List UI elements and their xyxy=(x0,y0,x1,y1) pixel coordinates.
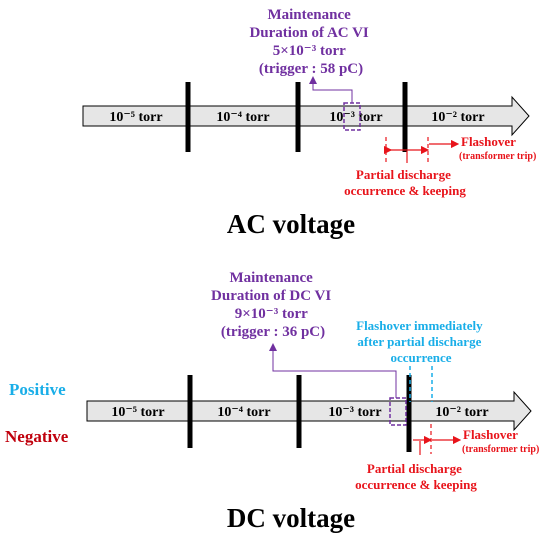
dc-pressure-1e-5: 10⁻⁵ torr xyxy=(111,405,164,420)
dc-flashover-label: Flashover xyxy=(463,427,518,442)
dc-maintenance-connector xyxy=(269,343,397,398)
dc-partial-discharge-label: Partial discharge occurrence & keeping xyxy=(355,461,477,492)
dc-maintenance-line-2: Duration of DC VI xyxy=(211,288,331,304)
dc-pressure-1e-3: 10⁻³ torr xyxy=(328,405,381,420)
ac-partial-line-1: Partial discharge xyxy=(356,167,451,182)
dc-maintenance-line-4: (trigger : 36 pC) xyxy=(221,324,325,340)
dc-flashover-immediate-label: Flashover immediately after partial disc… xyxy=(356,318,486,365)
dc-flashover-immediate-line-1: Flashover immediately xyxy=(356,318,483,333)
ac-section: Maintenance Duration of AC VI 5×10⁻³ tor… xyxy=(82,7,536,239)
ac-pressure-1e-4: 10⁻⁴ torr xyxy=(216,110,269,125)
ac-pressure-1e-5: 10⁻⁵ torr xyxy=(109,110,162,125)
dc-partial-line-1: Partial discharge xyxy=(367,461,462,476)
dc-maintenance-line-1: Maintenance xyxy=(229,270,313,286)
ac-maintenance-line-1: Maintenance xyxy=(267,7,351,23)
ac-maintenance-line-2: Duration of AC VI xyxy=(249,25,368,41)
dc-pressure-1e-2: 10⁻² torr xyxy=(435,405,488,420)
dc-title: DC voltage xyxy=(227,503,355,533)
dc-maintenance-label: Maintenance Duration of DC VI 9×10⁻³ tor… xyxy=(211,270,335,340)
dc-section: Maintenance Duration of DC VI 9×10⁻³ tor… xyxy=(5,270,539,533)
ac-maintenance-box xyxy=(343,102,361,131)
ac-maintenance-label: Maintenance Duration of AC VI 5×10⁻³ tor… xyxy=(249,7,372,77)
ac-partial-discharge-label: Partial discharge occurrence & keeping xyxy=(344,167,466,198)
negative-label: Negative xyxy=(5,427,69,446)
dc-partial-line-2: occurrence & keeping xyxy=(355,477,477,492)
dc-maintenance-line-3: 9×10⁻³ torr xyxy=(235,306,308,322)
dc-pressure-arrow xyxy=(86,390,532,432)
dc-flashover-immediate-line-2: after partial discharge xyxy=(357,334,481,349)
ac-flashover-sub-label: (transformer trip) xyxy=(459,151,536,162)
ac-partial-line-2: occurrence & keeping xyxy=(344,183,466,198)
dc-maintenance-box xyxy=(389,397,407,426)
ac-maintenance-line-3: 5×10⁻³ torr xyxy=(273,43,346,59)
dc-flashover-immediate-line-3: occurrence xyxy=(390,350,451,365)
ac-maintenance-line-4: (trigger : 58 pC) xyxy=(259,61,363,77)
dc-pressure-1e-4: 10⁻⁴ torr xyxy=(217,405,270,420)
ac-maintenance-connector xyxy=(309,76,353,103)
ac-title: AC voltage xyxy=(227,209,355,239)
ac-pressure-1e-3: 10⁻³ torr xyxy=(329,110,382,125)
ac-flashover-label: Flashover xyxy=(461,134,516,149)
positive-label: Positive xyxy=(9,380,66,399)
ac-pressure-arrow xyxy=(82,95,530,137)
ac-pressure-1e-2: 10⁻² torr xyxy=(431,110,484,125)
dc-flashover-sub-label: (transformer trip) xyxy=(462,444,539,455)
